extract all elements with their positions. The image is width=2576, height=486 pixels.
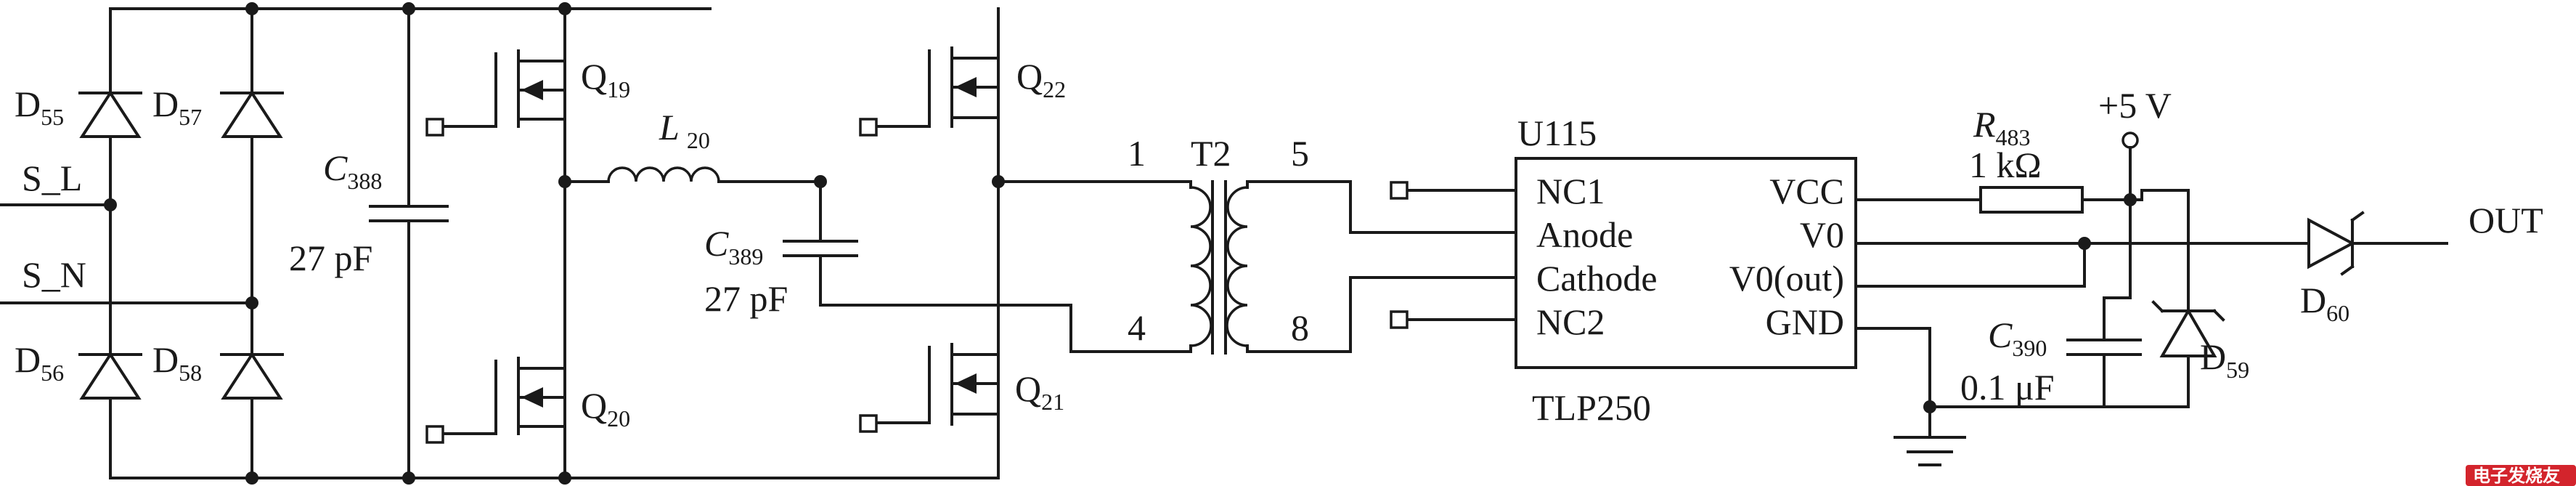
output-stage: R483 1 kΩ +5 V C390 0.1 μF D59 D60 OUT [1854,85,2543,466]
s-n-label: S_N [22,254,86,295]
u115-pin-vcc: VCC [1769,171,1844,211]
u115-pin-gnd: GND [1766,301,1844,342]
mosfet-q19: Q19 [425,49,630,137]
c389-value: 27 pF [704,278,788,319]
r483-label: R483 [1973,104,2031,150]
c388-value: 27 pF [289,238,372,278]
zener-d59 [2103,267,2225,408]
c390-value: 0.1 μF [1960,367,2055,408]
c388-label: C388 [323,147,382,194]
d55-label: D55 [15,84,64,130]
d60-label: D60 [2300,280,2349,326]
c389-label: C389 [704,223,763,270]
diode-d58 [220,352,284,400]
output-label: OUT [2469,200,2543,240]
transformer-t2: T2 1 4 5 8 [997,133,1517,355]
t2-pin8: 8 [1291,307,1309,348]
u115-pin-nc1: NC1 [1536,171,1605,211]
diode-d55 [78,90,142,138]
u115-pin-v0: V0 [1800,214,1844,255]
bridge-rectifier: D55 D57 D56 D58 S_L S_N [0,2,1000,485]
capacitor-c388: C388 27 pF [289,2,449,485]
u115-pin-v0out: V0(out) [1729,258,1844,299]
u115-pin-anode: Anode [1536,214,1633,255]
mosfet-q22: Q22 [859,46,1066,137]
c390-label: C390 [1988,315,2047,361]
supply-label: +5 V [2098,85,2172,126]
t2-pin1: 1 [1128,133,1146,174]
d58-label: D58 [152,339,202,386]
t2-pin4: 4 [1128,307,1146,348]
q21-label: Q21 [1015,368,1064,415]
u115-pin-cathode: Cathode [1536,258,1658,299]
capacitor-c389: C389 27 pF [704,175,1072,353]
diode-d56 [78,352,142,400]
q22-label: Q22 [1016,56,1066,102]
right-leg [992,7,1005,479]
r483-value: 1 kΩ [1969,145,2042,185]
zener-d60 [2307,211,2448,276]
q19-label: Q19 [581,56,630,102]
left-leg [558,2,571,485]
s-l-label: S_L [22,158,82,198]
watermark: 电子发烧友 [2466,465,2576,486]
t2-label: T2 [1191,133,1231,174]
watermark-text: 电子发烧友 [2473,466,2560,486]
t2-pin5: 5 [1291,133,1309,174]
u115-pin-nc2: NC2 [1536,301,1605,342]
optocoupler-u115: U115 TLP250 NC1 Anode Cathode NC2 VCC V0… [1390,113,1857,428]
diode-d57 [220,90,284,138]
u115-part: TLP250 [1532,387,1651,428]
d56-label: D56 [15,339,64,386]
d59-label: D59 [2200,336,2249,383]
q20-label: Q20 [581,385,630,432]
d57-label: D57 [152,84,202,130]
mosfet-q20: Q20 [425,357,630,444]
u115-name: U115 [1517,113,1597,153]
mosfet-q21: Q21 [859,343,1064,433]
